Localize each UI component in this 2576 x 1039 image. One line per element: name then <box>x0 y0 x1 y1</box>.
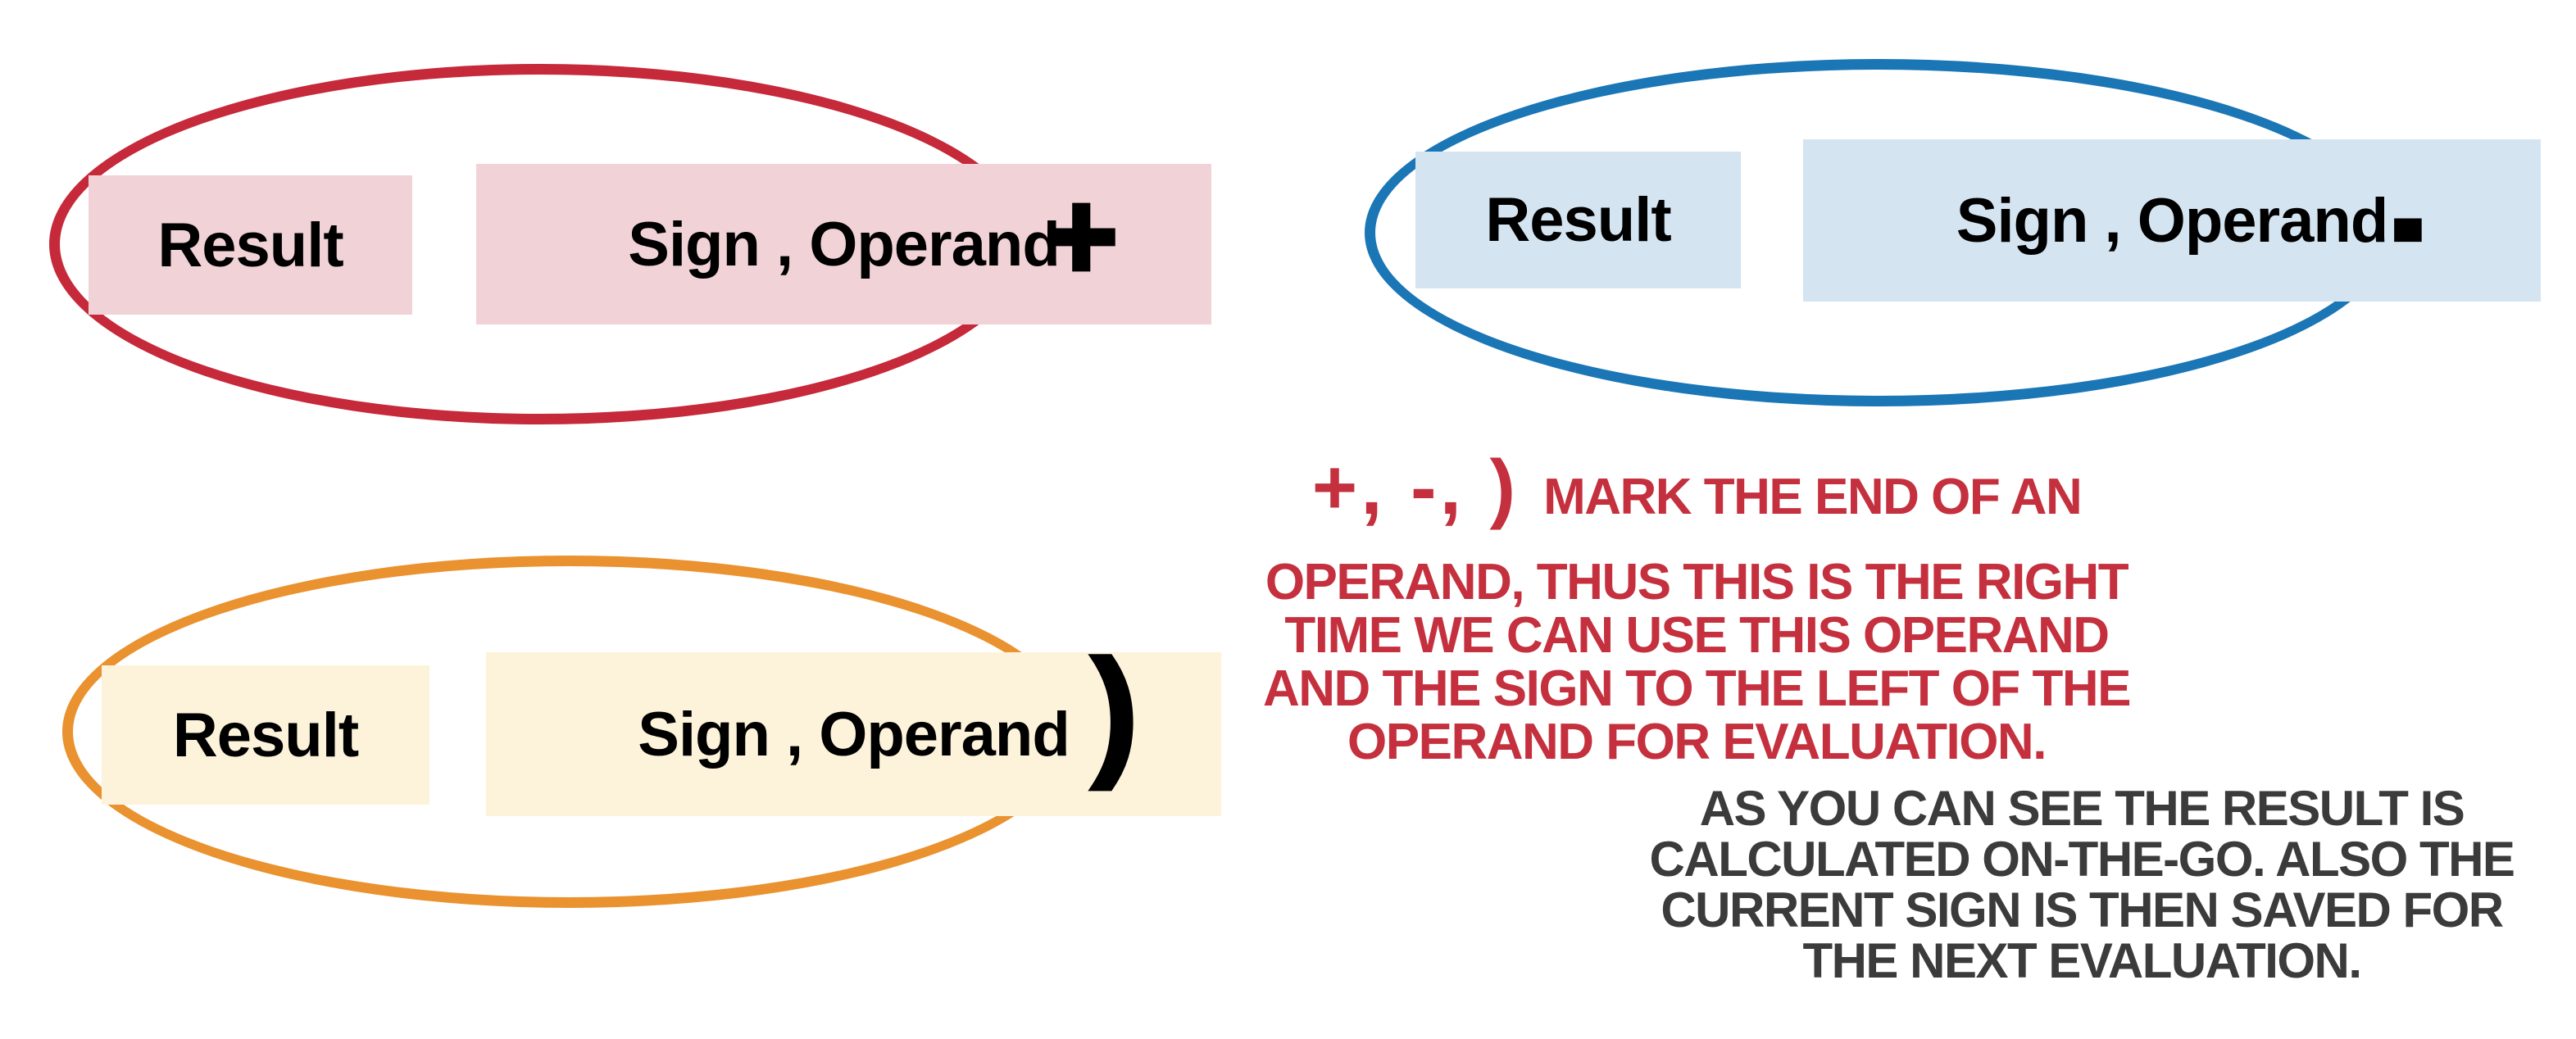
plus-sign-operand-label: Sign , Operand <box>628 209 1060 279</box>
annotation-line: THE NEXT EVALUATION. <box>1802 933 2362 988</box>
annotation-line: CURRENT SIGN IS THEN SAVED FOR <box>1661 882 2504 937</box>
minus-sign-operand-box: Sign , Operand <box>1803 139 2541 302</box>
minus-result-box: Result <box>1415 152 1741 288</box>
plus-result-box: Result <box>89 175 412 315</box>
paren-result-label: Result <box>172 700 359 770</box>
annotation-line: AS YOU CAN SEE THE RESULT IS <box>1699 781 2465 836</box>
annotation-line: CALCULATED ON-THE-GO. ALSO THE <box>1649 832 2515 887</box>
plus-operator-symbol: + <box>1043 165 1121 306</box>
plus-result-label: Result <box>157 210 343 280</box>
minus-sign-operand-label: Sign , Operand <box>1956 185 2388 256</box>
annotation-line: AND THE SIGN TO THE LEFT OF THE <box>1262 660 2132 717</box>
result-on-the-go-annotation: AS YOU CAN SEE THE RESULT IS CALCULATED … <box>1647 783 2516 987</box>
annotation-line: TIME WE CAN USE THIS OPERAND <box>1284 607 2110 664</box>
paren-sign-operand-box: Sign , Operand <box>486 652 1221 816</box>
annotation-line: MARK THE END OF AN <box>1543 469 2083 525</box>
operators-prefix: +, -, ) <box>1311 444 1520 531</box>
paren-operator-symbol: ) <box>1089 631 1140 791</box>
annotation-line: OPERAND, THUS THIS IS THE RIGHT <box>1265 554 2129 610</box>
minus-result-label: Result <box>1485 185 1671 255</box>
operand-end-annotation: +, -, ) MARK THE END OF AN OPERAND, THUS… <box>1238 449 2156 769</box>
paren-result-box: Result <box>102 665 429 805</box>
paren-sign-operand-label: Sign , Operand <box>638 699 1070 769</box>
annotation-first-line: +, -, ) MARK THE END OF AN <box>1238 449 2156 531</box>
plus-sign-operand-box: Sign , Operand <box>476 164 1211 324</box>
annotation-line: OPERAND FOR EVALUATION. <box>1347 714 2047 770</box>
minus-operator-symbol: - <box>2390 103 2426 323</box>
